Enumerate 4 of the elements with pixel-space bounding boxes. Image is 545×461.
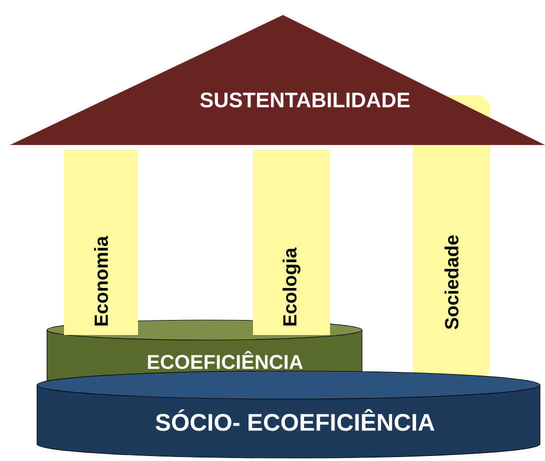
- roof-triangle: SUSTENTABILIDADE: [10, 15, 545, 145]
- pillar: Ecologia: [253, 150, 330, 335]
- pillar: Economia: [64, 150, 138, 335]
- cylinder-base: SÓCIO- ECOEFICIÊNCIA: [36, 370, 540, 458]
